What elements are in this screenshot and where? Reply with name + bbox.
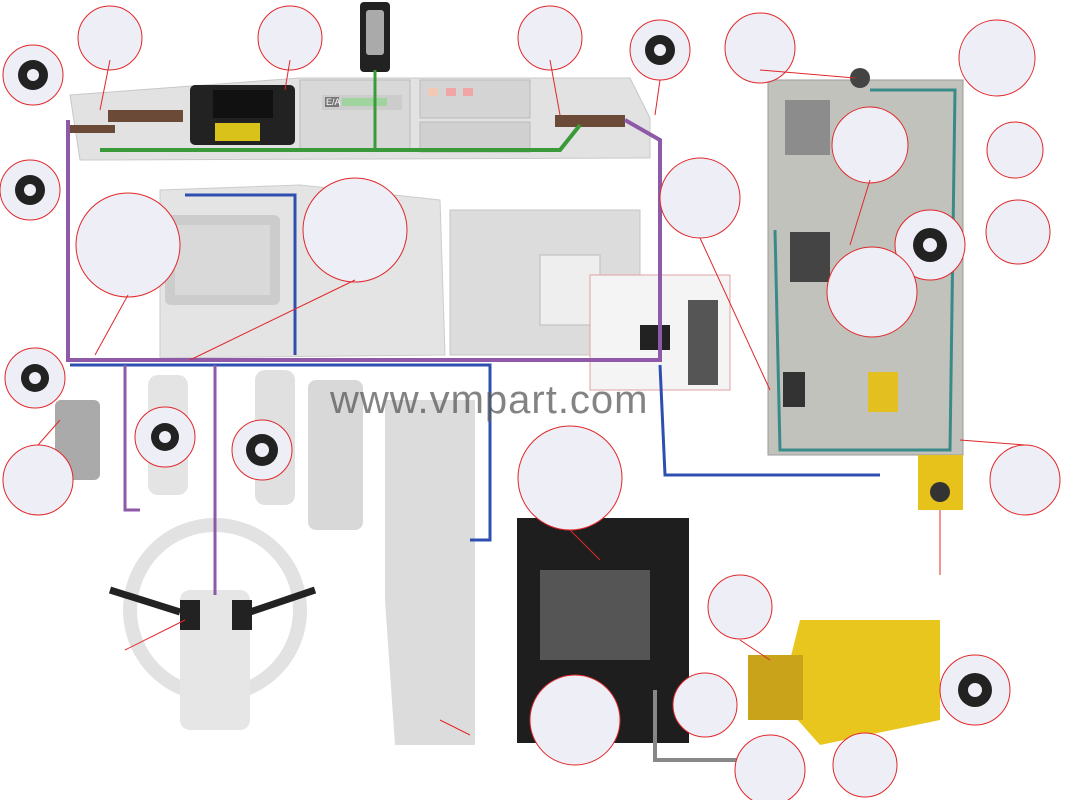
watermark: www.vmpart.com (330, 378, 649, 422)
leader-lines (37, 59, 1026, 736)
grommet-holes (24, 44, 982, 697)
yellow-battery-box (748, 620, 940, 745)
terminal-strip-right (555, 115, 625, 127)
terminal-strip-small (70, 125, 115, 133)
roof-light-module (360, 2, 390, 72)
control-module (190, 85, 295, 145)
steering-wheel (108, 518, 317, 730)
battery-switch-bracket (918, 455, 963, 510)
terminal-strip-left (108, 110, 183, 122)
side-console (385, 400, 475, 745)
wiring-harness (66, 70, 957, 762)
callouts (0, 5, 1061, 800)
panel-logo: E/A (326, 97, 341, 107)
terminal-block (640, 300, 718, 385)
pedals (55, 370, 363, 530)
